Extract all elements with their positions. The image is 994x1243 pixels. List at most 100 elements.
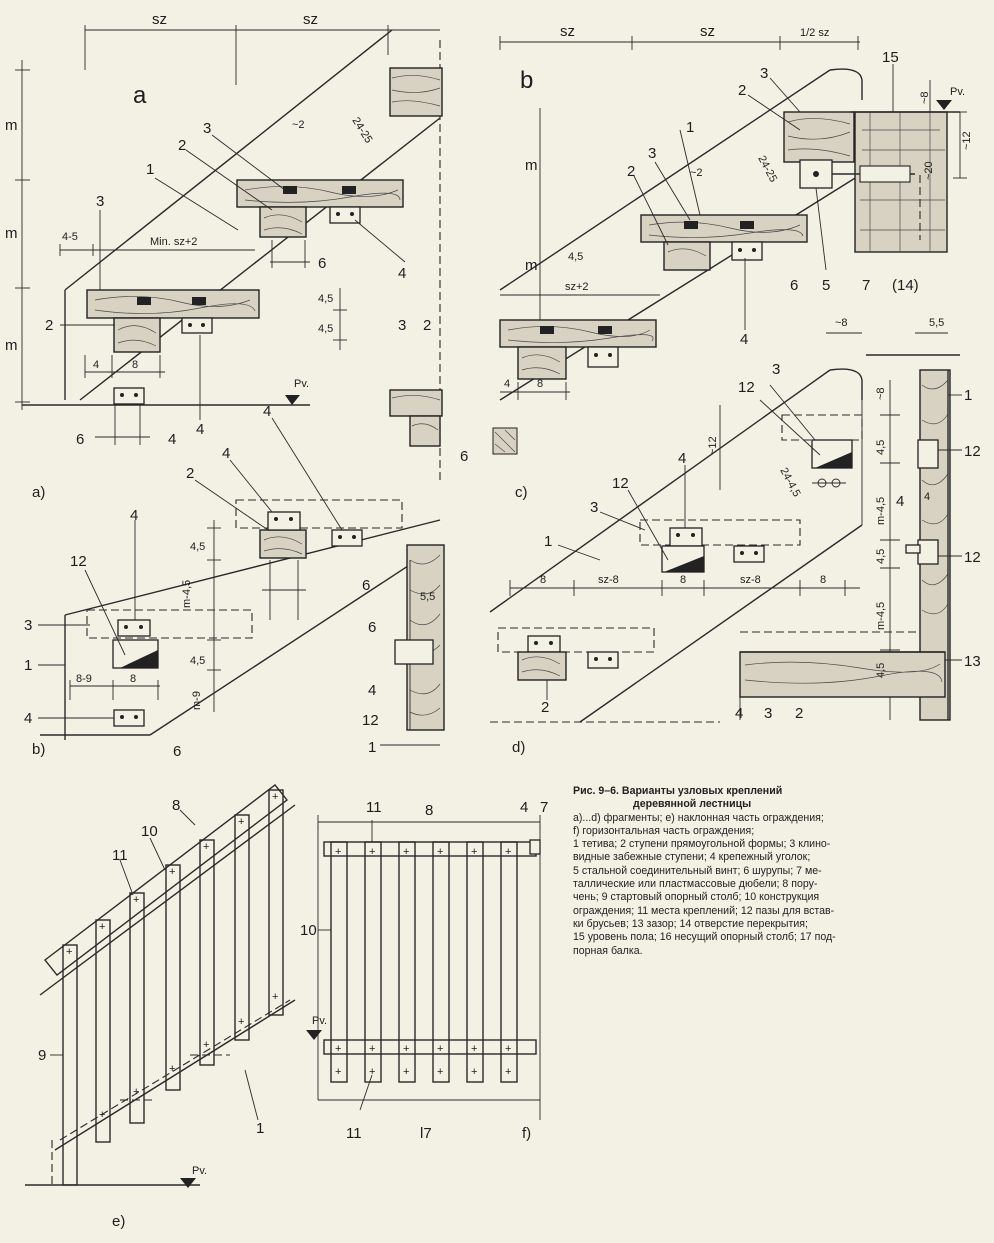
- svg-text:+: +: [66, 946, 72, 958]
- callout-4-b3: 4: [222, 445, 230, 462]
- dim-5sq-b: 5,5: [420, 591, 435, 603]
- callout-3-d1: 3: [772, 361, 780, 378]
- callout-4-b4: 4: [263, 403, 271, 420]
- dim-8-d3: 8: [820, 574, 826, 586]
- callout-11-f1: 11: [366, 799, 382, 816]
- callout-12-d2: 12: [612, 475, 629, 492]
- callout-2-a3: 2: [423, 317, 431, 334]
- dim-8-a: 8: [132, 359, 138, 371]
- dim-2-c: ~2: [690, 167, 703, 179]
- svg-text:+: +: [471, 1066, 477, 1078]
- svg-text:+: +: [335, 1066, 341, 1078]
- dim-45-d3: 4,5: [875, 663, 887, 678]
- dim-45-a1: 4,5: [318, 293, 333, 305]
- callout-1-e: 1: [256, 1120, 264, 1137]
- dim-8-d4: ~8: [875, 387, 887, 400]
- panel-c-label: c): [515, 484, 528, 501]
- svg-text:+: +: [369, 1043, 375, 1055]
- callout-1-a: 1: [146, 161, 154, 178]
- callout-1-b2: 1: [368, 739, 376, 756]
- dim-2-a: ~2: [292, 119, 305, 131]
- caption-line: 1 тетива; 2 ступени прямоугольной формы;…: [573, 838, 831, 851]
- callout-11-e: 11: [112, 847, 128, 864]
- callout-6-a1: 6: [318, 255, 326, 272]
- dim-45-b2: 4,5: [190, 655, 205, 667]
- callout-1-c: 1: [686, 119, 694, 136]
- caption-line: ки брусьев; 13 зазор; 14 отверстие перек…: [573, 917, 808, 930]
- dim-min-sz2: Min. sz+2: [150, 236, 197, 248]
- dim-45-b1: 4,5: [190, 541, 205, 553]
- caption-line: ограждения; 11 места креплений; 12 пазы …: [573, 904, 835, 917]
- svg-text:+: +: [203, 841, 209, 853]
- figure-caption: Рис. 9–6. Варианты узловых креплений дер…: [573, 785, 891, 958]
- panel-a-label: a): [32, 484, 45, 501]
- svg-text:+: +: [238, 816, 244, 828]
- callout-4-d3: 4: [896, 493, 904, 510]
- svg-text:+: +: [133, 1086, 139, 1098]
- svg-text:+: +: [99, 1109, 105, 1121]
- panel-d-label: d): [512, 739, 525, 756]
- pv-e: Pv.: [192, 1165, 207, 1177]
- callout-7: 7: [862, 277, 870, 294]
- dim-sz-1: sz: [152, 11, 167, 28]
- svg-text:+: +: [403, 1066, 409, 1078]
- svg-text:+: +: [403, 846, 409, 858]
- pv-a: Pv.: [294, 378, 309, 390]
- dim-8-c2: ~8: [919, 91, 931, 104]
- callout-4-b2: 4: [24, 710, 32, 727]
- callout-4-d2: 4: [735, 705, 743, 722]
- callout-2-a1: 2: [178, 137, 186, 154]
- callout-14: (14): [892, 277, 919, 294]
- callout-3-d2: 3: [590, 499, 598, 516]
- svg-text:+: +: [505, 1043, 511, 1055]
- dim-45-c: 4,5: [568, 251, 583, 263]
- callout-3-c1: 3: [648, 145, 656, 162]
- dim-12-d: ~12: [707, 436, 719, 455]
- callout-7-f: 7: [540, 799, 548, 816]
- callout-2-b: 2: [186, 465, 194, 482]
- dim-12-c: ~12: [961, 131, 973, 150]
- dim-m-2: m: [5, 225, 18, 242]
- dim-m-c2: m: [525, 257, 538, 274]
- dim-24-45-d: 24-4,5: [777, 466, 802, 499]
- dim-m45-d2: m-4,5: [875, 602, 887, 630]
- dim-sz8-d2: sz-8: [740, 574, 761, 586]
- callout-4-b5: 4: [368, 682, 376, 699]
- callout-8-f: 8: [425, 802, 433, 819]
- callout-10-e: 10: [141, 823, 158, 840]
- dim-45-d2: 4,5: [875, 549, 887, 564]
- dim-4-c: 4: [504, 378, 510, 390]
- callout-4-b1: 4: [130, 507, 138, 524]
- dim-sz-c2: sz: [700, 23, 715, 40]
- caption-title-1: Рис. 9–6. Варианты узловых креплений: [573, 785, 783, 797]
- caption-title-2: деревянной лестницы: [633, 798, 752, 811]
- svg-text:+: +: [369, 846, 375, 858]
- callout-4-f: 4: [520, 799, 528, 816]
- caption-line: порная балка.: [573, 944, 643, 957]
- callout-8-e: 8: [172, 797, 180, 814]
- callout-17-f: l7: [420, 1125, 432, 1142]
- pv-f: Pv.: [312, 1015, 327, 1027]
- callout-5: 5: [822, 277, 830, 294]
- dim-m-c1: m: [525, 157, 538, 174]
- svg-text:+: +: [335, 846, 341, 858]
- svg-text:+: +: [471, 846, 477, 858]
- svg-text:+: +: [272, 991, 278, 1003]
- dim-8-9-b: 8-9: [76, 673, 92, 685]
- callout-12-d4: 12: [964, 549, 981, 566]
- dim-4-d: 4: [924, 491, 930, 503]
- dim-m-3: m: [5, 337, 18, 354]
- callout-12-b2: 12: [362, 712, 379, 729]
- caption-line: чень; 9 стартовый опорный столб; 10 конс…: [573, 891, 820, 904]
- callout-15: 15: [882, 49, 899, 66]
- dim-4-5: 4-5: [62, 231, 78, 243]
- panel-e-label: e): [112, 1213, 125, 1230]
- caption-line: видные забежные ступени; 4 крепежный уго…: [573, 851, 811, 864]
- svg-text:+: +: [471, 1043, 477, 1055]
- callout-2-d1: 2: [541, 699, 549, 716]
- callout-3-c2: 3: [760, 65, 768, 82]
- svg-text:+: +: [437, 1043, 443, 1055]
- panel-b: 4,5 m-4,5 4,5 m-9 8-9 8 5,5 4 12 3 1 4 6…: [24, 403, 445, 760]
- caption-line: 5 стальной соединительный винт; 6 шурупы…: [573, 864, 822, 877]
